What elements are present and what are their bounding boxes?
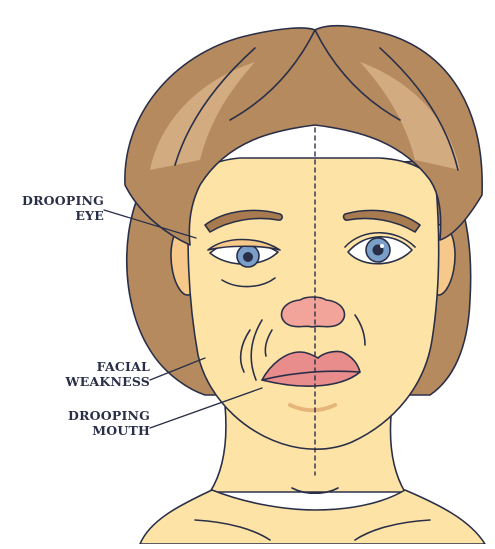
label-drooping-eye: DROOPING EYE xyxy=(6,193,104,223)
shoulders xyxy=(140,490,485,544)
nose xyxy=(282,297,345,327)
label-drooping-mouth-line-2: MOUTH xyxy=(50,423,150,438)
label-drooping-mouth-line-1: DROOPING xyxy=(50,408,150,423)
label-drooping-eye-line-1: DROOPING xyxy=(6,193,104,208)
label-facial-weakness: FACIAL WEAKNESS xyxy=(50,359,150,389)
label-facial-weakness-line-2: WEAKNESS xyxy=(50,374,150,389)
right-eye-glint xyxy=(380,244,384,248)
label-drooping-eye-line-2: EYE xyxy=(6,208,104,223)
label-drooping-mouth: DROOPING MOUTH xyxy=(50,408,150,438)
left-pupil xyxy=(243,252,253,262)
label-facial-weakness-line-1: FACIAL xyxy=(50,359,150,374)
